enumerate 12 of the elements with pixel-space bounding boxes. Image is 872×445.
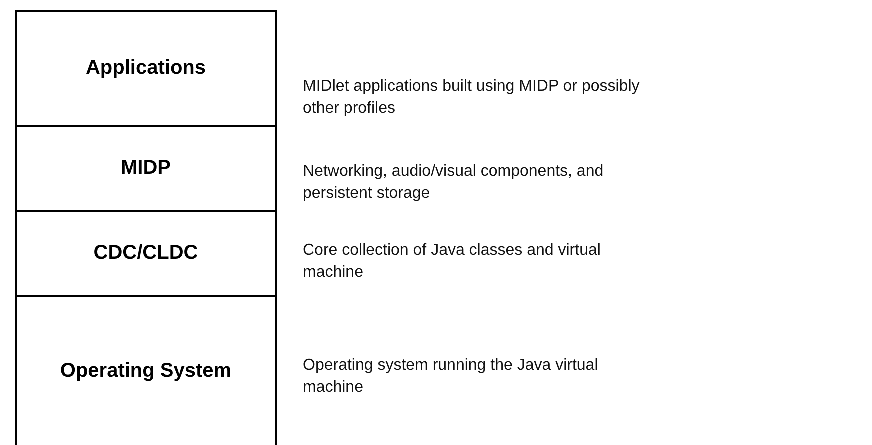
layer-description: Core collection of Java classes and virtual machine — [303, 241, 602, 283]
layer-description: Networking, audio/visual components, and persistent storage — [303, 162, 605, 204]
layer-description: Operating system running the Java virtual machine — [303, 356, 600, 398]
layer-box — [15, 210, 277, 295]
layer-title: MIDP — [121, 157, 171, 180]
layer-title: Operating System — [60, 360, 232, 382]
layer-description: MIDlet applications built using MIDP or possibly other profiles — [303, 77, 641, 119]
layer-box — [15, 125, 277, 210]
layer-box — [15, 10, 277, 125]
layer-box — [15, 295, 277, 445]
layer-title: CDC/CLDC — [94, 242, 198, 265]
layer-title: Applications — [86, 57, 206, 80]
